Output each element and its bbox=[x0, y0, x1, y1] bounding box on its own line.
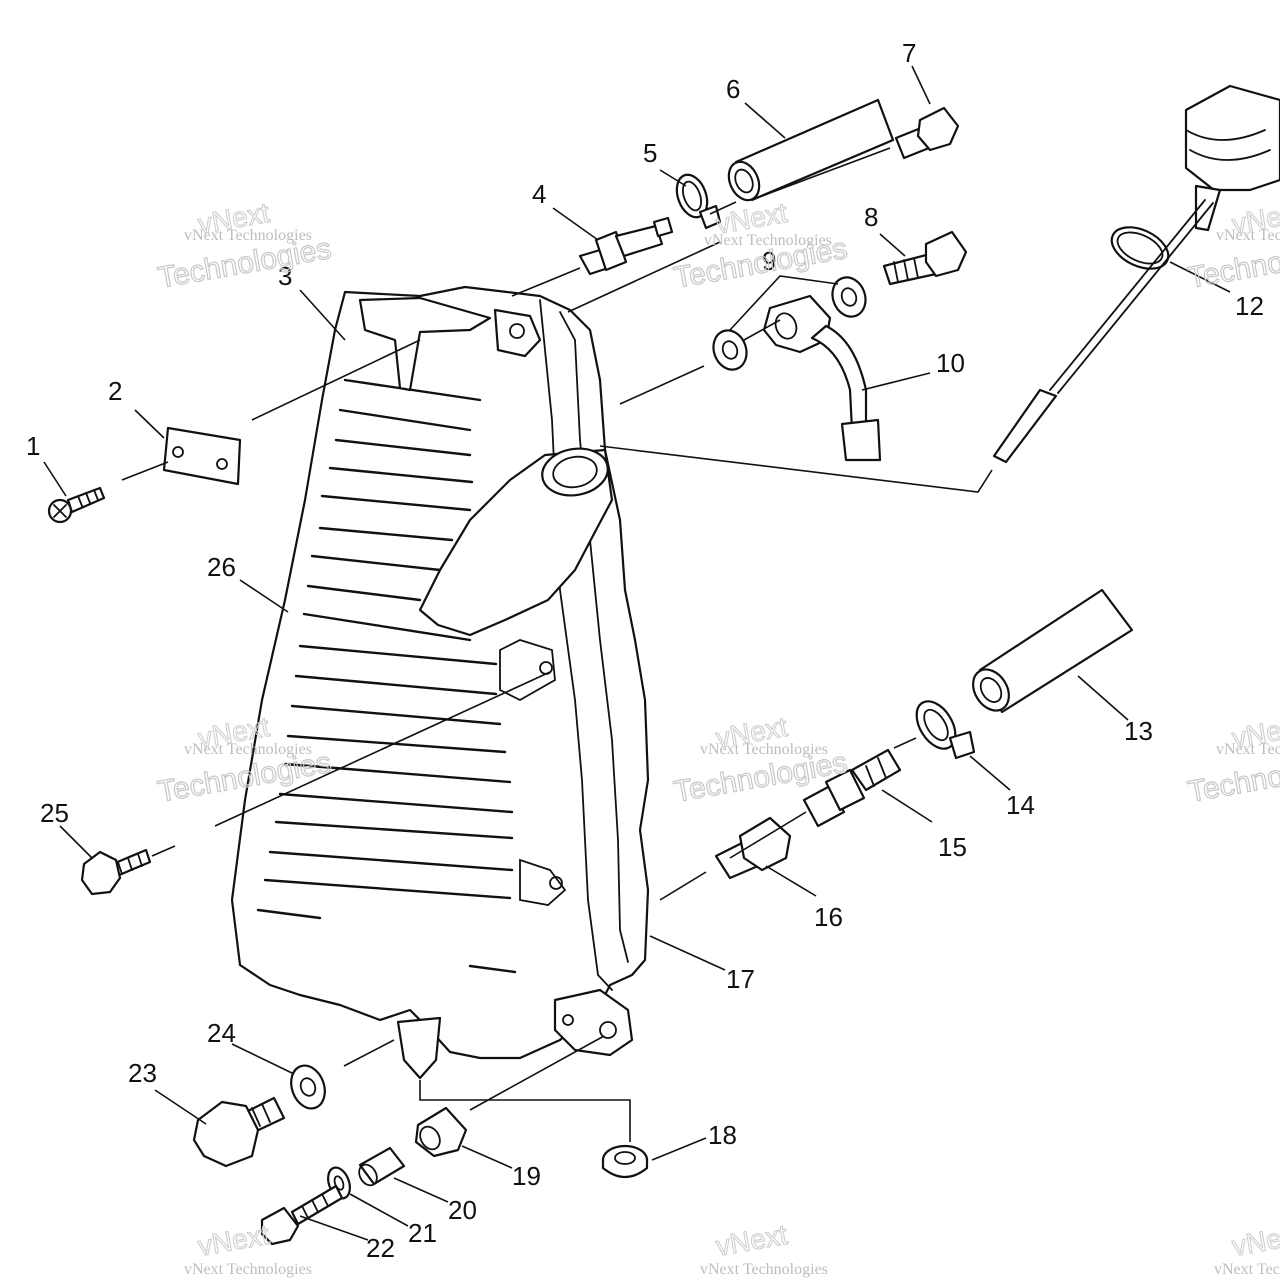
watermark-brand-small: vNext Technologies bbox=[184, 741, 312, 758]
watermark-brand-top: vNext bbox=[714, 1219, 790, 1262]
part-8-bolt bbox=[882, 230, 968, 286]
callout-1: 1 bbox=[26, 431, 40, 461]
watermark-brand-small: vNext Technologies bbox=[184, 1261, 312, 1278]
oil-tank bbox=[230, 285, 650, 1080]
watermark: vNext vNext Technologies Technologies bbox=[1185, 710, 1280, 809]
part-22-bolt bbox=[260, 1184, 344, 1246]
part-23-drain-bolt bbox=[192, 1096, 286, 1168]
part-7-bolt bbox=[894, 106, 960, 160]
callout-12: 12 bbox=[1235, 291, 1264, 321]
callout-18: 18 bbox=[708, 1120, 737, 1150]
callout-4: 4 bbox=[532, 179, 546, 209]
watermark: vNext vNext Technologies Technologies bbox=[155, 196, 334, 295]
callout-15: 15 bbox=[938, 832, 967, 862]
callout-13: 13 bbox=[1124, 716, 1153, 746]
watermark-brand-small: vNext Technologies bbox=[1216, 227, 1280, 244]
watermark-brand-small: vNext Technologies bbox=[700, 1261, 828, 1278]
part-18-grommet bbox=[601, 1144, 649, 1179]
watermark-brand-top: vNext bbox=[1230, 1219, 1280, 1262]
part-15-fitting bbox=[802, 748, 902, 828]
watermark-brand-small: vNext Technologies bbox=[1214, 1261, 1280, 1278]
watermark: vNext vNext Technologies bbox=[1214, 1218, 1280, 1278]
callout-17: 17 bbox=[726, 964, 755, 994]
callout-19: 19 bbox=[512, 1161, 541, 1191]
part-20-sleeve bbox=[358, 1146, 406, 1187]
callout-7: 7 bbox=[902, 38, 916, 68]
callout-21: 21 bbox=[408, 1218, 437, 1248]
part-12-o-ring bbox=[1110, 226, 1170, 270]
callout-6: 6 bbox=[726, 74, 740, 104]
callout-22: 22 bbox=[366, 1233, 395, 1263]
callout-16: 16 bbox=[814, 902, 843, 932]
part-6-hose bbox=[727, 98, 895, 202]
callout-14: 14 bbox=[1006, 790, 1035, 820]
callout-10: 10 bbox=[936, 348, 965, 378]
callout-26: 26 bbox=[207, 552, 236, 582]
callout-25: 25 bbox=[40, 798, 69, 828]
watermark-brand-top: vNext bbox=[196, 1219, 272, 1262]
callout-labels: 1 2 3 4 5 6 7 8 9 10 12 13 14 15 16 17 1… bbox=[26, 38, 1264, 1263]
callout-5: 5 bbox=[643, 138, 657, 168]
part-2-bracket bbox=[162, 426, 242, 486]
part-5-clamp bbox=[675, 173, 722, 230]
part-13-hose bbox=[972, 588, 1134, 714]
part-25-bolt bbox=[80, 848, 152, 896]
part-19-spacer bbox=[414, 1106, 468, 1158]
leader-lines bbox=[43, 65, 1231, 1241]
callout-2: 2 bbox=[108, 376, 122, 406]
watermark-brand-small: vNext Technologies bbox=[1216, 741, 1280, 758]
callout-8: 8 bbox=[864, 202, 878, 232]
callout-23: 23 bbox=[128, 1058, 157, 1088]
callout-3: 3 bbox=[278, 261, 292, 291]
part-16-fitting bbox=[714, 816, 792, 880]
watermark-brand-small: vNext Technologies bbox=[184, 227, 312, 244]
part-9-washers bbox=[712, 276, 867, 371]
part-24-washer bbox=[290, 1064, 326, 1110]
watermark-brand-small: vNext Technologies bbox=[704, 232, 832, 249]
part-4-fitting bbox=[578, 216, 674, 276]
callout-24: 24 bbox=[207, 1018, 236, 1048]
part-dipstick bbox=[992, 84, 1280, 464]
part-10-oil-line bbox=[762, 294, 882, 462]
watermark: vNext vNext Technologies Technologies bbox=[671, 710, 850, 809]
part-14-clamp bbox=[915, 700, 976, 760]
watermark: vNext vNext Technologies bbox=[700, 1218, 828, 1278]
callout-20: 20 bbox=[448, 1195, 477, 1225]
watermark-brand-small: vNext Technologies bbox=[700, 741, 828, 758]
callout-9: 9 bbox=[762, 246, 776, 276]
part-1-screw bbox=[47, 486, 106, 524]
